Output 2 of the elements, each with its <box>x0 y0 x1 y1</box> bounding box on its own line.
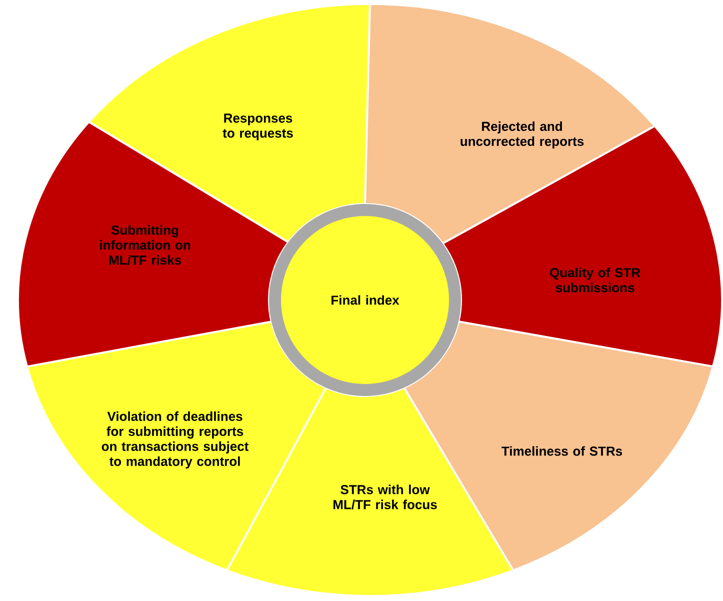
segment: Rejected and uncorrected reports <box>364 2 656 245</box>
segment: Violation of deadlines for submitting reports on transactions subject to mandatory control <box>26 320 327 572</box>
